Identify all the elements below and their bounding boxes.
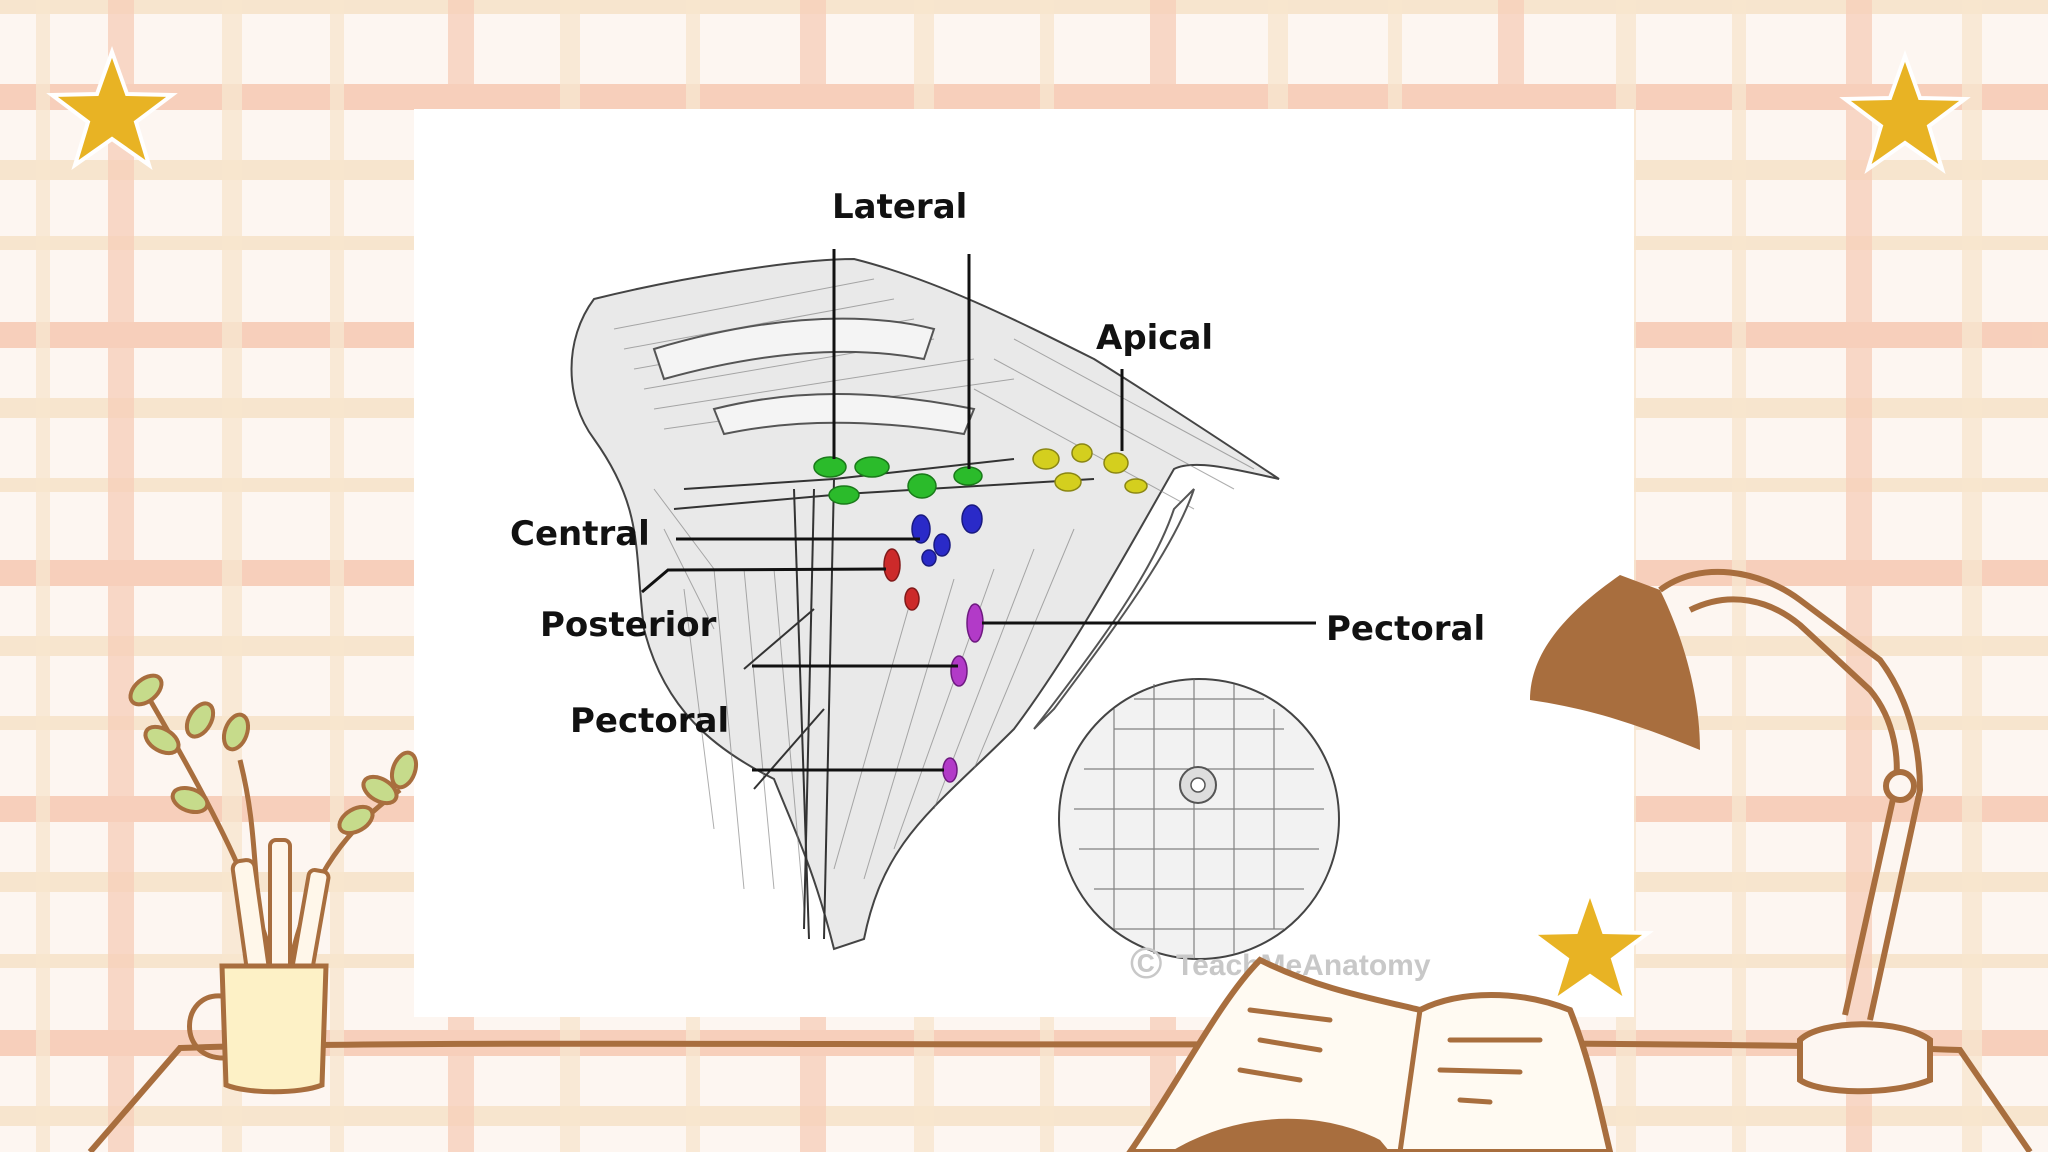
posterior-nodes [883,548,920,611]
lymph-node [907,473,937,499]
hatching [613,278,1255,910]
lymph-node [953,466,983,486]
label-pectoral-left: Pectoral [570,701,729,741]
lymph-node [1032,448,1060,470]
lymph-node [1054,472,1082,492]
lymph-node [961,504,983,534]
label-lateral: Lateral [832,187,967,227]
label-posterior: Posterior [540,605,717,645]
breast [1058,678,1340,960]
lymph-node [950,655,968,687]
axillary-lymph-nodes-diagram: Lateral Apical Central Posterior Pectora… [510,187,1485,988]
lymph-vessels [673,458,1095,940]
pectoral-nodes [942,603,984,783]
watermark-text: TeachMeAnatomy [1176,949,1431,982]
lymph-node [813,456,847,478]
lymph-node [1103,452,1129,474]
leader-lines [641,249,1316,772]
muscle-band [652,317,936,381]
central-nodes [911,504,983,567]
lateral-nodes [813,456,983,505]
lymph-node [1071,443,1093,463]
label-apical: Apical [1096,318,1213,358]
lymph-node [966,603,984,643]
lymph-node [904,587,920,611]
lymph-node [828,485,860,505]
watermark-symbol: © [1130,939,1162,988]
label-central: Central [510,514,650,554]
apical-nodes [1032,443,1148,494]
label-pectoral-right: Pectoral [1326,609,1485,649]
lymph-node [854,456,890,478]
lymph-node [921,549,937,567]
chest-wall [1033,488,1195,730]
lymph-node [1124,478,1148,494]
lymph-node [911,514,931,544]
lymph-node [933,533,951,557]
arm-outline [570,257,1280,951]
lymph-node [883,548,901,582]
lymph-node [942,757,958,783]
